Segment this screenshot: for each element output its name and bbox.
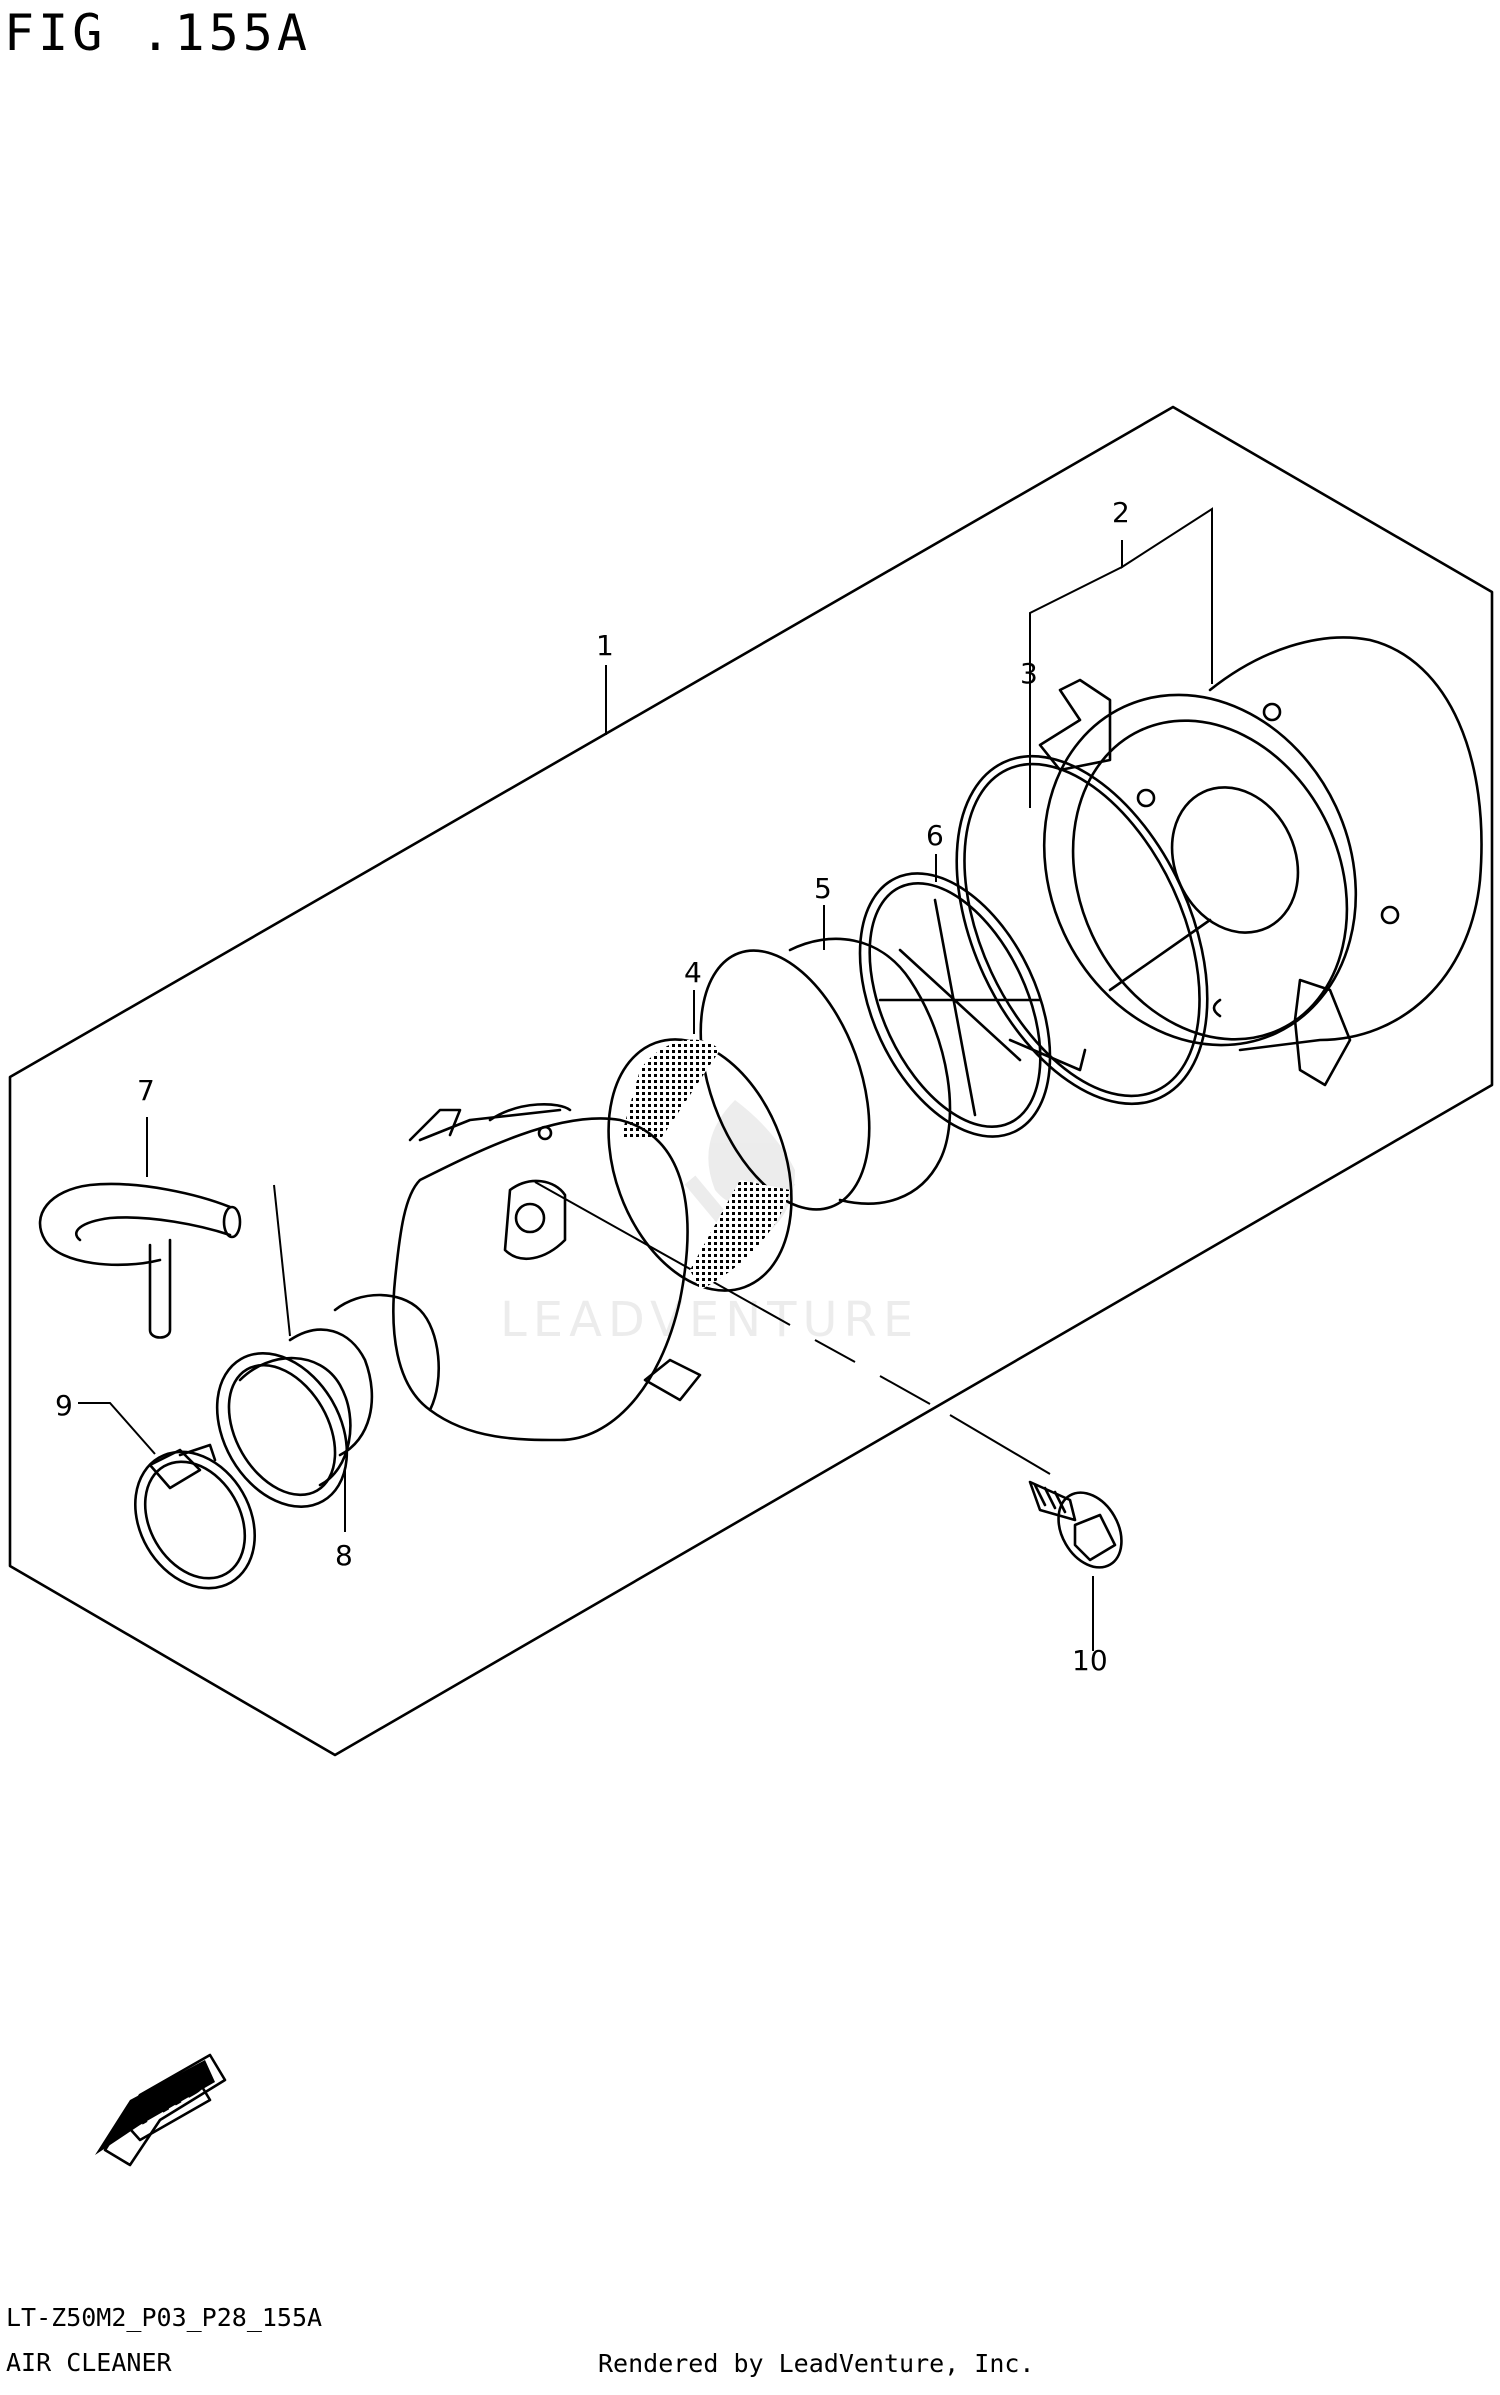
fwd-arrow: FWD <box>95 2053 227 2167</box>
callout-1: 1 <box>596 629 614 662</box>
figure-title: FIG .155A <box>4 4 311 62</box>
part-10-bolt <box>1028 1480 1123 1569</box>
watermark: LEADVENTURE <box>500 1292 919 1348</box>
part-3-seal-ring <box>955 754 1209 1106</box>
assembly-outline <box>8 405 1494 1757</box>
render-credit: Rendered by LeadVenture, Inc. <box>598 2349 1035 2378</box>
part-5-filter-element <box>699 937 952 1211</box>
callout-5: 5 <box>814 872 832 905</box>
part-4-mesh-screen <box>607 1038 793 1292</box>
part-7-hose <box>38 1182 242 1339</box>
part-2-housing <box>1038 636 1483 1087</box>
part-9-clamp <box>133 1443 257 1590</box>
callout-2: 2 <box>1112 496 1130 529</box>
part-8-gasket <box>215 1351 349 1509</box>
part-1-case <box>238 1103 702 1487</box>
callout-3: 3 <box>1020 657 1038 690</box>
leader-lines <box>78 507 1213 1651</box>
callout-numbers: 1 2 3 4 5 6 7 8 9 10 <box>55 496 1130 1677</box>
callout-9: 9 <box>55 1389 73 1422</box>
callout-8: 8 <box>335 1539 353 1572</box>
model-code: LT-Z50M2_P03_P28_155A <box>6 2303 323 2332</box>
section-name: AIR CLEANER <box>6 2348 172 2377</box>
callout-4: 4 <box>684 956 702 989</box>
callout-7: 7 <box>137 1074 155 1107</box>
callout-10: 10 <box>1072 1644 1108 1677</box>
callout-6: 6 <box>926 819 944 852</box>
part-6-retainer <box>858 872 1087 1138</box>
